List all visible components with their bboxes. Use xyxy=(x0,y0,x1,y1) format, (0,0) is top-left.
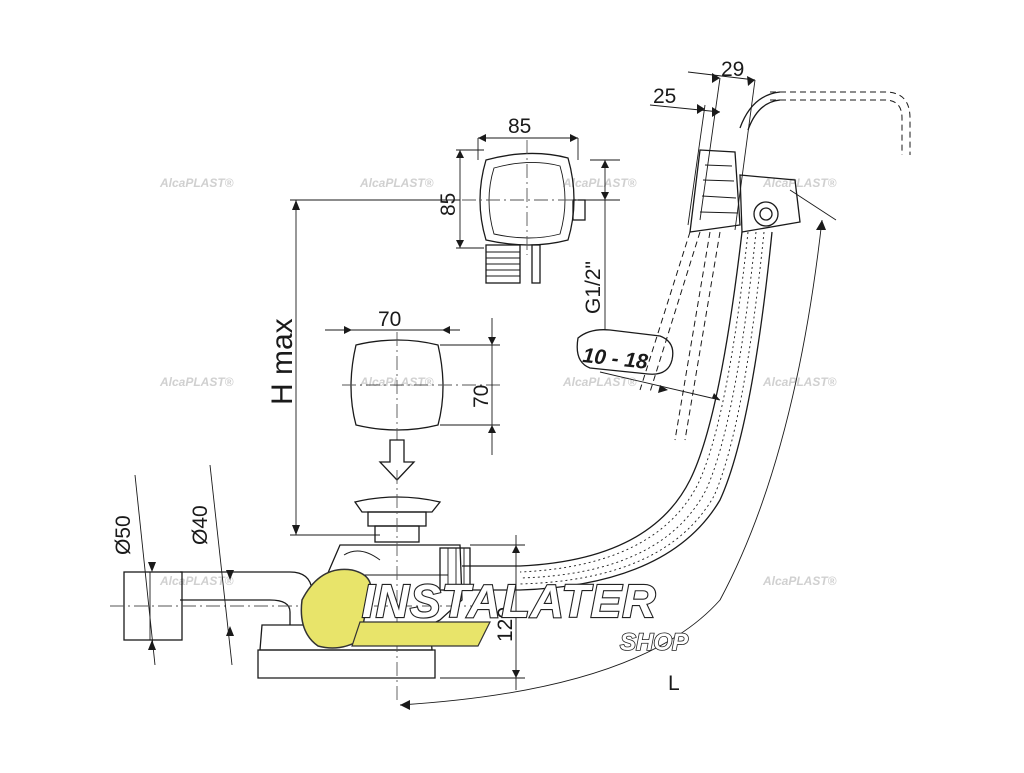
range-badge: 10 - 18 xyxy=(576,329,721,401)
diameter-dimensions: Ø50 Ø40 xyxy=(112,464,234,666)
dimension-d50: Ø50 xyxy=(112,515,135,555)
watermark: AlcaPLAST® xyxy=(359,375,434,389)
dimension-l-label: L xyxy=(668,672,680,695)
dimension-g-thread: G1/2" xyxy=(582,261,605,314)
watermark: AlcaPLAST® xyxy=(159,375,234,389)
dimension-h-max: H max xyxy=(266,199,460,536)
waste-cap: 70 70 xyxy=(325,308,500,481)
watermark: AlcaPLAST® xyxy=(762,176,837,190)
logo-main-text: INSTALATER xyxy=(362,575,657,627)
watermarks: AlcaPLAST® AlcaPLAST® AlcaPLAST® AlcaPLA… xyxy=(159,176,837,588)
dimension-70-height: 70 xyxy=(470,385,493,408)
installater-logo: INSTALATER SHOP xyxy=(300,568,690,657)
logo-accent-shape xyxy=(300,568,372,649)
overflow-unit xyxy=(639,149,801,441)
dimension-85-height: 85 xyxy=(437,193,460,216)
h-max-label: H max xyxy=(266,318,299,405)
dimension-d40: Ø40 xyxy=(189,505,212,545)
overflow-elbow xyxy=(739,91,911,155)
dimension-70-width: 70 xyxy=(378,308,401,331)
dimension-120: 120 xyxy=(440,535,525,690)
dimension-120-label: 120 xyxy=(494,607,517,642)
watermark: AlcaPLAST® xyxy=(562,176,637,190)
range-label: 10 - 18 xyxy=(581,344,649,374)
watermark: AlcaPLAST® xyxy=(159,176,234,190)
watermark: AlcaPLAST® xyxy=(562,375,637,389)
dimension-85-width: 85 xyxy=(508,115,531,138)
watermark: AlcaPLAST® xyxy=(762,574,837,588)
filler-head: 85 85 G1/2" xyxy=(437,115,620,330)
dimension-25: 25 xyxy=(653,85,676,108)
logo-sub-text: SHOP xyxy=(620,629,689,656)
dimension-29-25: 29 25 xyxy=(649,58,756,231)
watermark: AlcaPLAST® xyxy=(359,176,434,190)
flexible-hose xyxy=(462,231,773,591)
watermark: AlcaPLAST® xyxy=(159,574,234,588)
logo-wrench-bar xyxy=(351,621,491,647)
dimension-l: L xyxy=(399,189,837,710)
dimension-29: 29 xyxy=(721,58,744,81)
watermark: AlcaPLAST® xyxy=(762,375,837,389)
